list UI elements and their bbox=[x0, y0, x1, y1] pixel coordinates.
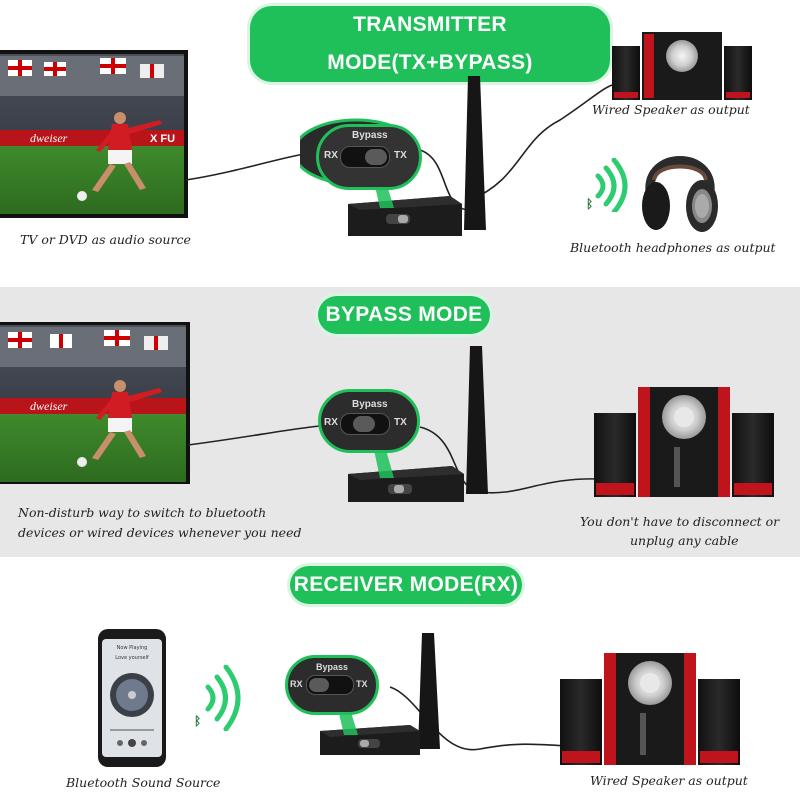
receiver-mode-title: RECEIVER MODE(RX) bbox=[290, 566, 522, 604]
transmitter-mode-title: TRANSMITTER MODE(TX+BYPASS) bbox=[250, 6, 610, 82]
speaker-system-small bbox=[612, 32, 752, 100]
tv-soccer-image: dweiser bbox=[0, 322, 190, 484]
tv-soccer-image: dweiser X FU bbox=[0, 50, 188, 218]
speaker-system bbox=[560, 653, 740, 765]
switch-label-tx: TX bbox=[356, 679, 368, 689]
switch-label-tx: TX bbox=[394, 150, 407, 161]
mode-switch bbox=[306, 675, 354, 695]
speaker-caption: Wired Speaker as output bbox=[590, 773, 748, 788]
switch-label-tx: TX bbox=[394, 417, 407, 428]
smartphone: Now Playing Love yourself bbox=[98, 629, 166, 767]
woofer bbox=[666, 40, 698, 72]
crowd-flags bbox=[0, 56, 184, 96]
phone-song: Love yourself bbox=[115, 655, 149, 661]
banner-left-text: dweiser bbox=[30, 399, 68, 413]
speaker-caption: Wired Speaker as output bbox=[592, 102, 750, 117]
switch-label-bypass: Bypass bbox=[352, 399, 388, 410]
bypass-note-line1: Non-disturb way to switch to bluetooth bbox=[18, 505, 267, 520]
switch-label-rx: RX bbox=[324, 417, 338, 428]
soccer-player bbox=[77, 112, 162, 201]
phone-header: Now Playing bbox=[117, 645, 148, 651]
speaker-note-line2: unplug any cable bbox=[630, 533, 739, 548]
speaker-note-line1: You don't have to disconnect or bbox=[580, 514, 780, 529]
switch-label-rx: RX bbox=[290, 679, 303, 689]
svg-text:ᛒ: ᛒ bbox=[586, 197, 593, 211]
receiver-device bbox=[320, 633, 440, 755]
antenna bbox=[464, 76, 486, 230]
receiver-mode-section: RECEIVER MODE(RX) Now Playing Love yours… bbox=[0, 557, 800, 800]
source-caption: Bluetooth Sound Source bbox=[66, 775, 221, 790]
transmitter-device bbox=[348, 346, 488, 502]
source-caption: TV or DVD as audio source bbox=[20, 232, 191, 247]
mode-switch bbox=[340, 146, 390, 168]
antenna bbox=[466, 346, 488, 494]
banner-right-text: X FU bbox=[150, 133, 175, 145]
bluetooth-wave-icon: ᛒ bbox=[194, 665, 241, 731]
headphones-icon bbox=[642, 156, 718, 232]
switch-label-bypass: Bypass bbox=[352, 130, 388, 141]
bluetooth-wave-icon: ᛒ bbox=[586, 158, 628, 212]
headphones-caption: Bluetooth headphones as output bbox=[570, 240, 776, 255]
svg-text:ᛒ: ᛒ bbox=[194, 714, 201, 728]
audio-cables bbox=[389, 686, 587, 751]
transmitter-mode-section: TRANSMITTER MODE(TX+BYPASS) dweiser X FU… bbox=[0, 0, 800, 287]
switch-label-rx: RX bbox=[324, 150, 338, 161]
mode-switch bbox=[340, 413, 390, 435]
bypass-note-line2: devices or wired devices whenever you ne… bbox=[18, 525, 302, 540]
speaker-system bbox=[594, 387, 774, 497]
switch-label-bypass: Bypass bbox=[316, 662, 349, 672]
bypass-mode-title: BYPASS MODE bbox=[318, 296, 490, 334]
banner-left-text: dweiser bbox=[30, 131, 68, 145]
bypass-mode-section: BYPASS MODE dweiser Non-disturb way to s… bbox=[0, 287, 800, 557]
antenna bbox=[418, 633, 440, 749]
